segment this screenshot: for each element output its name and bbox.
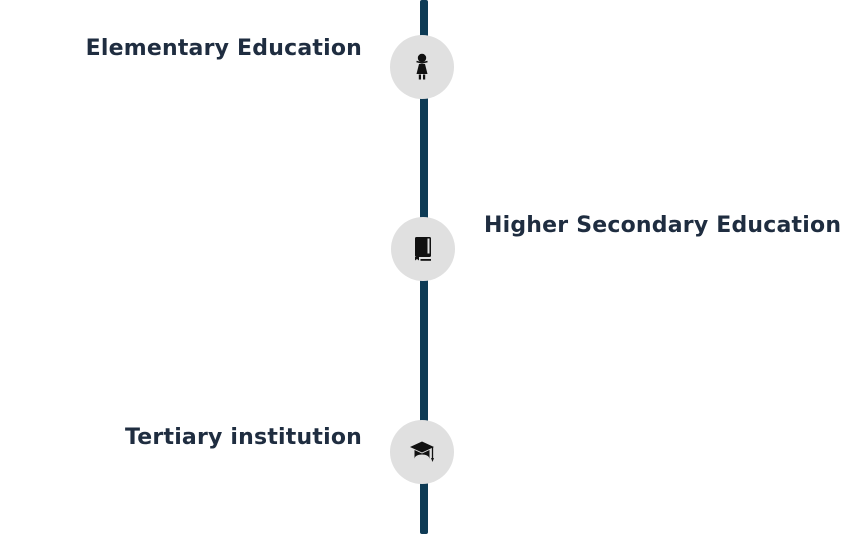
timeline-node-tertiary [390, 420, 454, 484]
child-icon [416, 53, 428, 80]
timeline-item-label-elementary: Elementary Education [85, 36, 362, 61]
graduation-cap-icon [410, 441, 434, 462]
book-icon [415, 237, 431, 261]
timeline-node-higher-secondary [391, 217, 455, 281]
timeline-item-label-tertiary: Tertiary institution [125, 425, 362, 450]
timeline-item-label-higher-secondary: Higher Secondary Education [484, 213, 842, 238]
timeline-node-elementary [390, 35, 454, 99]
